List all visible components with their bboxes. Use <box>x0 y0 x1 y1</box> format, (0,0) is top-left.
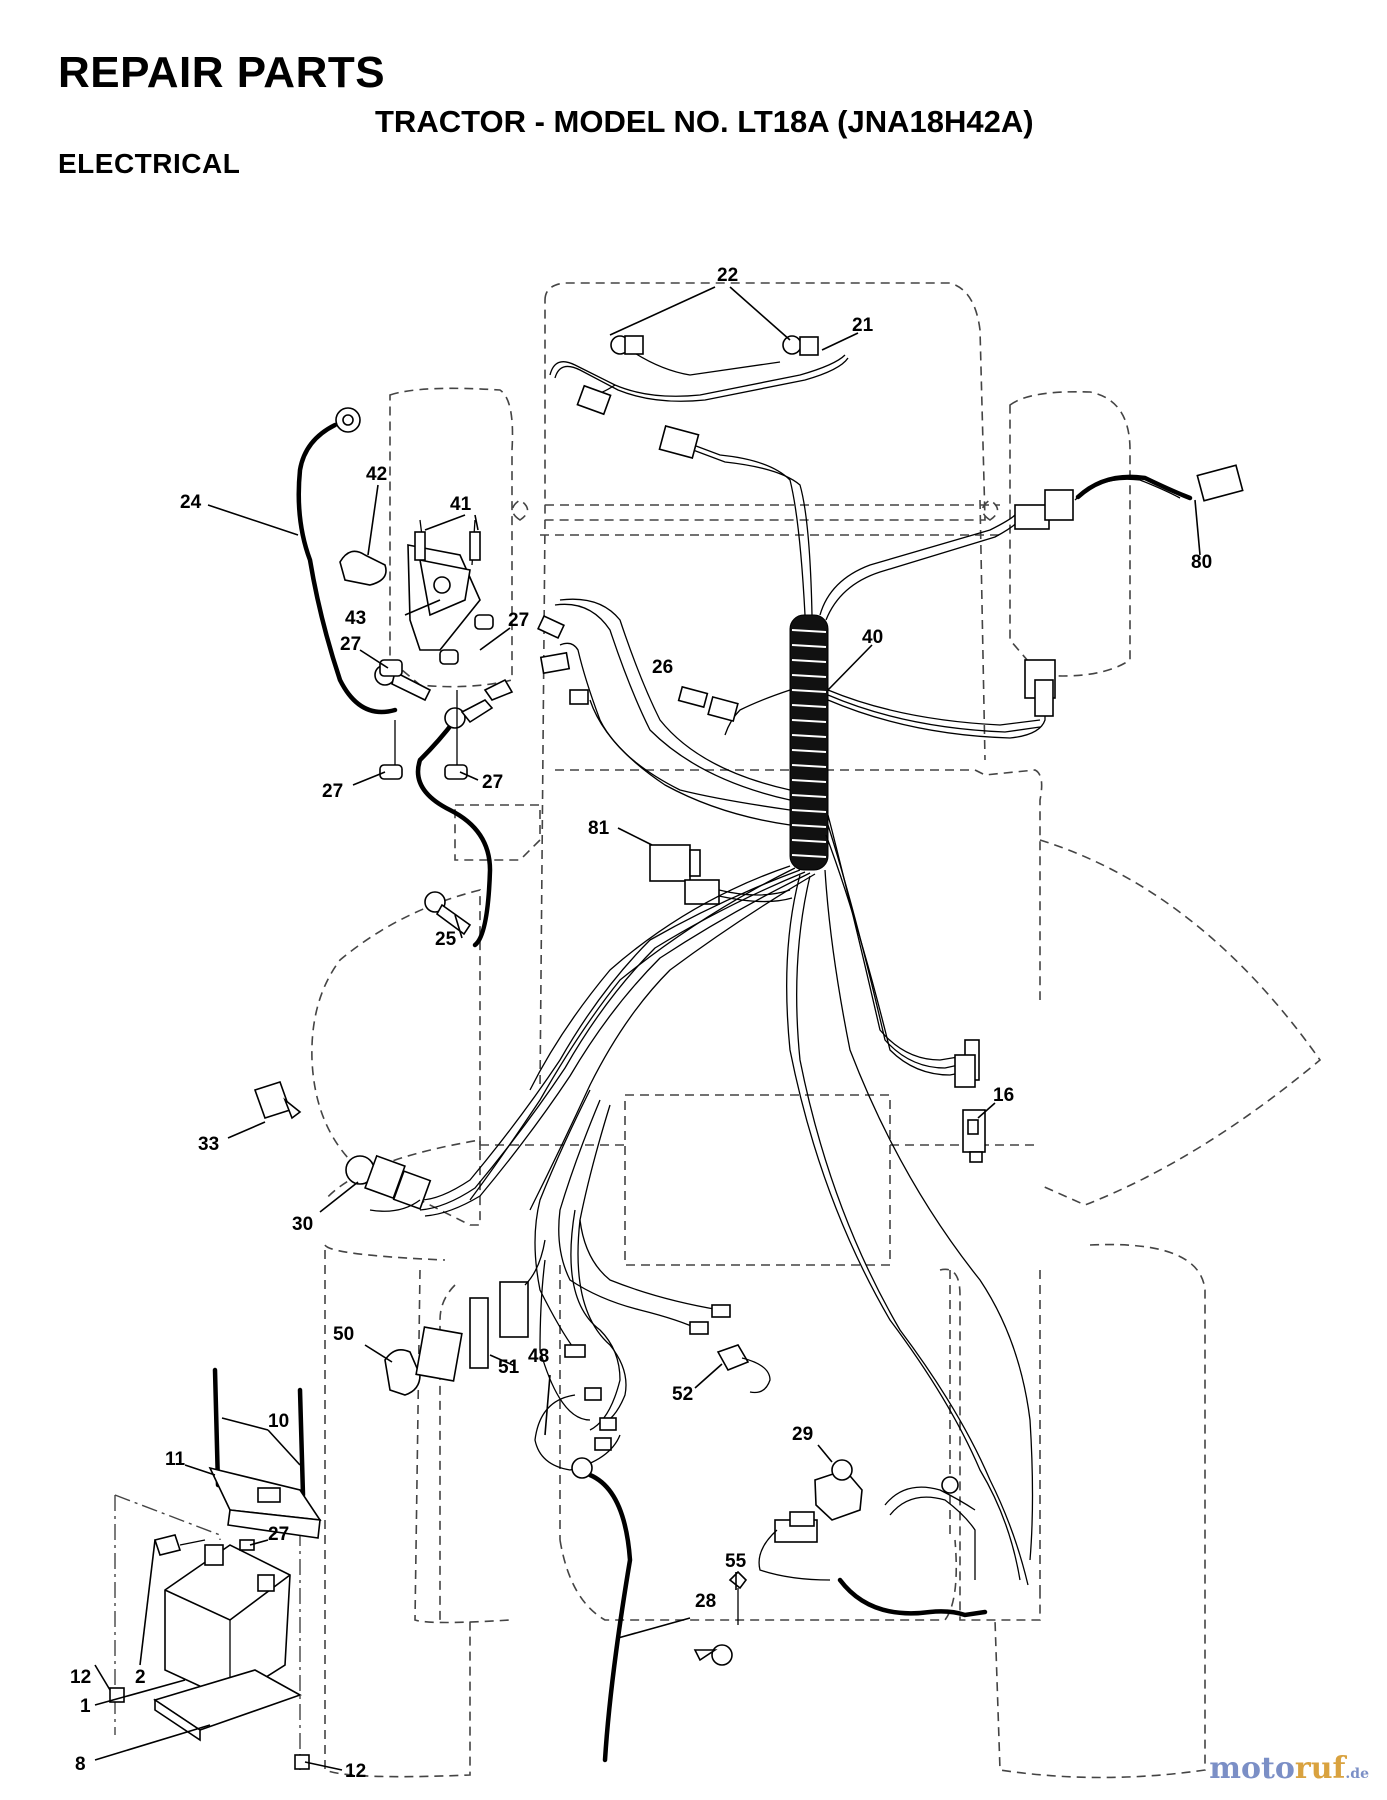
callout-42: 42 <box>366 464 387 485</box>
callout-21: 21 <box>852 315 874 336</box>
watermark-suffix: .de <box>1345 1766 1369 1782</box>
callout-27a: 27 <box>340 634 361 655</box>
callout-27b: 27 <box>508 610 529 631</box>
ignition-switch <box>253 1081 432 1212</box>
callout-28: 28 <box>695 1591 716 1612</box>
callout-41: 41 <box>450 494 472 515</box>
callout-43: 43 <box>345 608 366 629</box>
callout-labels: 22 21 42 41 24 43 27 27 27 27 40 26 80 8… <box>70 265 1212 1782</box>
callout-51: 51 <box>498 1357 520 1378</box>
callout-27c: 27 <box>322 781 343 802</box>
callout-80: 80 <box>1191 552 1212 573</box>
section-heading: ELECTRICAL <box>58 148 241 179</box>
callout-33: 33 <box>198 1134 219 1155</box>
callout-12a: 12 <box>70 1667 91 1688</box>
callout-16: 16 <box>993 1085 1014 1106</box>
callout-40: 40 <box>862 627 883 648</box>
headlight-harness <box>549 335 849 416</box>
connector-52 <box>716 1344 771 1394</box>
callout-12b: 12 <box>345 1761 366 1782</box>
battery-cable <box>571 1457 748 1763</box>
connector-16 <box>962 1109 986 1163</box>
leader-lines <box>94 286 1201 1771</box>
callout-8: 8 <box>75 1754 86 1775</box>
callout-55: 55 <box>725 1551 747 1572</box>
callout-25: 25 <box>435 929 457 950</box>
battery-mount-lines <box>114 1494 301 1770</box>
callout-27e: 27 <box>268 1524 289 1545</box>
watermark-brand-a: moto <box>1209 1751 1295 1786</box>
main-harness-loom <box>419 425 1244 1586</box>
callout-48: 48 <box>528 1346 549 1367</box>
callout-24: 24 <box>180 492 202 513</box>
callout-11: 11 <box>165 1449 186 1470</box>
pto-switch <box>384 1239 546 1396</box>
callout-1: 1 <box>80 1696 91 1717</box>
page-title: REPAIR PARTS <box>58 48 386 97</box>
callout-50: 50 <box>333 1324 354 1345</box>
motoruf-watermark: motoruf.de <box>1209 1751 1369 1786</box>
callout-10: 10 <box>268 1411 289 1432</box>
callout-22: 22 <box>717 265 738 286</box>
watermark-brand-b: ruf <box>1294 1751 1346 1786</box>
callout-26: 26 <box>652 657 673 678</box>
callout-27d: 27 <box>482 772 503 793</box>
callout-52: 52 <box>672 1384 693 1405</box>
solenoid-assembly <box>296 407 514 948</box>
battery-assembly <box>109 1367 322 1770</box>
callout-30: 30 <box>292 1214 313 1235</box>
callout-29: 29 <box>792 1424 813 1445</box>
seat-switch <box>758 1459 988 1618</box>
callout-2: 2 <box>135 1667 146 1688</box>
callout-81: 81 <box>588 818 610 839</box>
model-subtitle: TRACTOR - MODEL NO. LT18A (JNA18H42A) <box>375 104 1034 139</box>
